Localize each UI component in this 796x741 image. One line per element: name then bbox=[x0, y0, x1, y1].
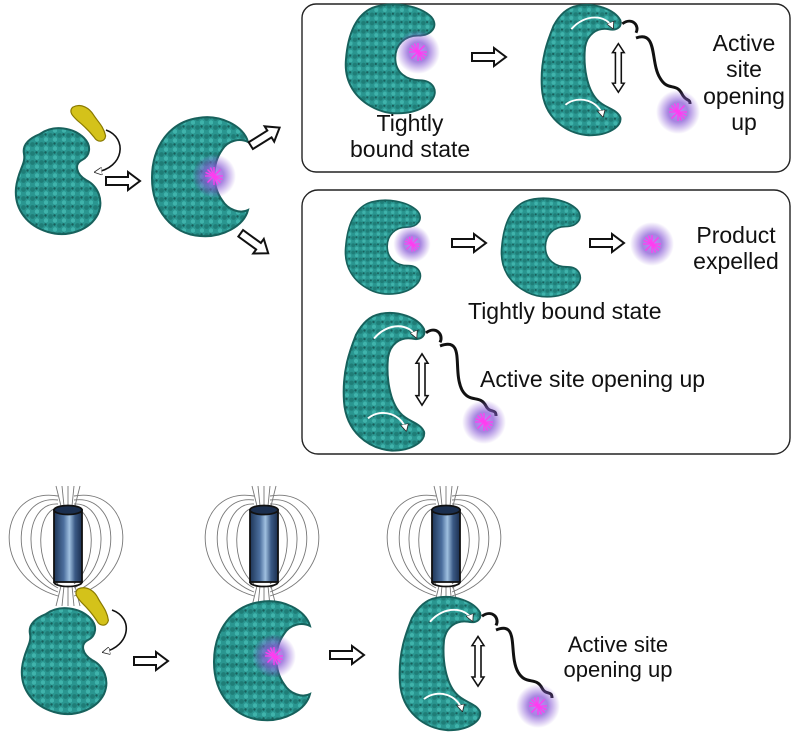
product-glow-icon bbox=[629, 221, 675, 267]
product-glow-icon bbox=[515, 683, 561, 729]
magnet-icon bbox=[386, 485, 502, 607]
box1-active-text: Active bbox=[712, 30, 776, 56]
protein-structure-icon bbox=[344, 313, 441, 451]
bottom-opening-up-text: opening up bbox=[563, 657, 673, 683]
scenario-box-1 bbox=[301, 3, 791, 173]
magnet-icon bbox=[8, 485, 124, 607]
curved-arrow-icon bbox=[96, 129, 121, 172]
box1-tightly-text: Tightly bbox=[376, 110, 444, 136]
block-arrow-icon bbox=[133, 651, 169, 671]
magnet-icon bbox=[204, 485, 320, 607]
scenario-box-2 bbox=[301, 189, 791, 455]
box1-bound-state-text: bound state bbox=[350, 136, 471, 163]
product-glow-icon bbox=[395, 29, 441, 75]
protein-structure-icon bbox=[542, 5, 637, 136]
box1-up-text: up bbox=[731, 109, 757, 136]
box2-active-site-opening-label: Active site opening up bbox=[480, 366, 706, 392]
box2-tightly-bound-state-label: Tightly bound state bbox=[468, 298, 662, 324]
product-glow-icon bbox=[461, 399, 507, 445]
protein-structure-icon bbox=[500, 197, 582, 298]
box2-expelled-text: expelled bbox=[693, 248, 779, 275]
protein-structure-icon bbox=[400, 597, 497, 730]
block-arrow-icon bbox=[105, 171, 141, 191]
block-arrow-icon bbox=[589, 233, 625, 253]
product-glow-icon bbox=[191, 153, 237, 199]
block-arrow-icon bbox=[234, 225, 275, 262]
protein-structure-icon bbox=[14, 127, 102, 235]
bottom-active-site-label: Active site opening up bbox=[548, 632, 688, 683]
block-arrow-icon bbox=[329, 645, 365, 665]
curved-arrow-icon bbox=[104, 609, 128, 652]
bottom-active-site-text: Active site bbox=[567, 632, 669, 657]
product-glow-icon bbox=[392, 224, 432, 264]
box1-opening-text: opening bbox=[703, 82, 785, 109]
block-arrow-icon bbox=[471, 47, 507, 67]
block-arrow-icon bbox=[451, 233, 487, 253]
box1-tightly-bound-label: Tightly bound state bbox=[350, 110, 470, 163]
box1-active-site-label: Active site opening up bbox=[694, 30, 794, 136]
product-glow-icon bbox=[251, 633, 297, 679]
box2-product-expelled-label: Product expelled bbox=[686, 222, 786, 275]
box2-product-text: Product bbox=[696, 222, 776, 248]
box1-site-text: site bbox=[726, 56, 762, 83]
protein-structure-icon bbox=[20, 607, 108, 715]
block-arrow-icon bbox=[245, 118, 286, 155]
